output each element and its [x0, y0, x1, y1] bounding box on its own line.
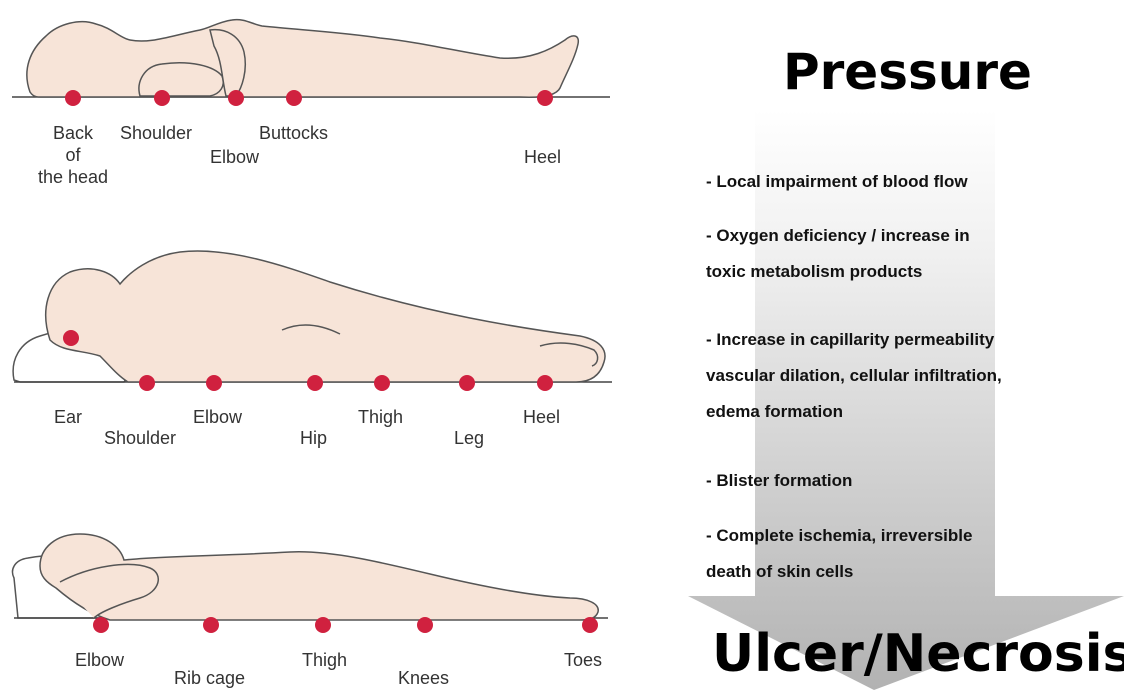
step-capillarity-permeability: - Increase in capillarity permeability v…: [706, 322, 1116, 430]
label-supine-elbow: Elbow: [210, 146, 259, 168]
label-supine-buttocks: Buttocks: [259, 122, 328, 144]
dot-supine-heel: [537, 90, 553, 106]
heading-pressure: Pressure: [783, 42, 1032, 102]
side-lying-figure: [13, 251, 612, 382]
label-prone-thigh: Thigh: [302, 649, 347, 671]
label-prone-toes: Toes: [564, 649, 602, 671]
dot-prone-rib-cage: [203, 617, 219, 633]
dot-supine-buttocks: [286, 90, 302, 106]
dot-side-heel: [537, 375, 553, 391]
heading-ulcer-necrosis: Ulcer/Necrosis: [712, 622, 1124, 686]
label-side-shoulder: Shoulder: [104, 427, 176, 449]
label-side-elbow: Elbow: [193, 406, 242, 428]
supine-figure: [12, 20, 610, 98]
label-prone-elbow: Elbow: [75, 649, 124, 671]
dot-prone-elbow: [93, 617, 109, 633]
step-complete-ischemia: - Complete ischemia, irreversible death …: [706, 518, 1116, 590]
step-local-impairment: - Local impairment of blood flow: [706, 164, 1116, 200]
dot-supine-back-of-head: [65, 90, 81, 106]
label-prone-knees: Knees: [398, 667, 449, 689]
dot-side-elbow: [206, 375, 222, 391]
label-side-thigh: Thigh: [358, 406, 403, 428]
label-side-leg: Leg: [454, 427, 484, 449]
dot-side-ear: [63, 330, 79, 346]
label-supine-shoulder: Shoulder: [120, 122, 192, 144]
dot-side-hip: [307, 375, 323, 391]
step-oxygen-deficiency: - Oxygen deficiency / increase in toxic …: [706, 218, 1116, 290]
dot-supine-shoulder: [154, 90, 170, 106]
label-supine-heel: Heel: [524, 146, 561, 168]
dot-prone-thigh: [315, 617, 331, 633]
label-side-ear: Ear: [54, 406, 82, 428]
prone-figure: [13, 534, 608, 620]
dot-side-leg: [459, 375, 475, 391]
dot-side-shoulder: [139, 375, 155, 391]
label-prone-rib-cage: Rib cage: [174, 667, 245, 689]
dot-side-thigh: [374, 375, 390, 391]
dot-supine-elbow: [228, 90, 244, 106]
step-blister-formation: - Blister formation: [706, 463, 1116, 499]
label-side-hip: Hip: [300, 427, 327, 449]
dot-prone-toes: [582, 617, 598, 633]
label-back-of-head: Back of the head: [28, 122, 118, 188]
dot-prone-knees: [417, 617, 433, 633]
label-side-heel: Heel: [523, 406, 560, 428]
